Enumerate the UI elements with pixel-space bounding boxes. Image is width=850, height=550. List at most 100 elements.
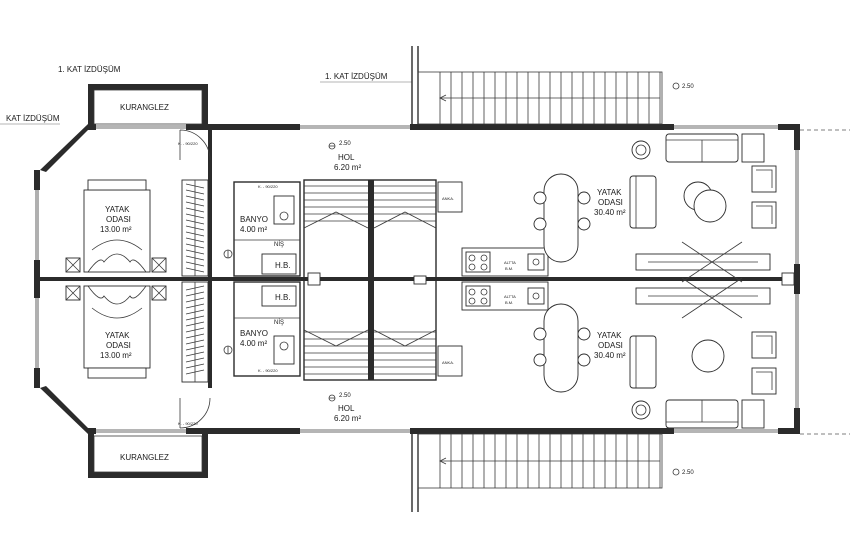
linework bbox=[185, 249, 205, 255]
hb-label-1: H.B. bbox=[275, 261, 291, 270]
linework bbox=[185, 243, 205, 249]
room-name-yatak-2: YATAK bbox=[105, 331, 130, 340]
bathroom-top: BANYO 4.00 m² NİŞ H.B. K. - 90/220 bbox=[223, 181, 301, 277]
linework bbox=[185, 201, 205, 207]
dining-table-top bbox=[533, 173, 591, 263]
linework bbox=[185, 195, 205, 201]
hall-bottom: HOL 6.20 m² 2.50 bbox=[328, 393, 361, 423]
nis-label-2: NİŞ bbox=[274, 319, 284, 326]
wardrobe-bottom bbox=[181, 281, 209, 383]
hb-label-2: H.B. bbox=[275, 293, 291, 302]
room-name-banyo-1: BANYO bbox=[240, 215, 268, 224]
external-stair-bottom: 2.50 bbox=[411, 433, 694, 512]
linework bbox=[185, 213, 205, 219]
door-code-top: K. - 90/220 bbox=[178, 141, 198, 146]
linework bbox=[185, 231, 205, 237]
kuranglez-bottom: KURANGLEZ bbox=[88, 432, 208, 478]
door-code-banyo-1: K. - 90/220 bbox=[258, 184, 278, 189]
kitchen-top: ANKA. ALTTA B.M. bbox=[437, 181, 549, 277]
room-name-yatak-3: YATAK bbox=[597, 188, 622, 197]
linework bbox=[185, 333, 205, 339]
kuranglez-top: KURANGLEZ bbox=[88, 84, 208, 126]
linework bbox=[185, 345, 205, 351]
linework bbox=[185, 255, 205, 261]
linework bbox=[185, 351, 205, 357]
large-room-top: YATAK ODASI 30.40 m² bbox=[594, 133, 777, 283]
linework bbox=[185, 183, 205, 189]
bedroom-small-top: YATAK ODASI 13.00 m² bbox=[65, 179, 167, 273]
appliance-sub-2: B.M. bbox=[505, 300, 513, 305]
linework bbox=[185, 327, 205, 333]
linework bbox=[185, 189, 205, 195]
column-mid bbox=[307, 272, 321, 286]
linework bbox=[185, 303, 205, 309]
linework bbox=[185, 369, 205, 375]
room-area-banyo-1: 4.00 m² bbox=[240, 225, 267, 234]
room-area-banyo-2: 4.00 m² bbox=[240, 339, 267, 348]
linework bbox=[185, 357, 205, 363]
appliance-label-2: ALTTA bbox=[504, 294, 516, 299]
room-area-2: 13.00 m² bbox=[100, 351, 132, 360]
bedroom-door-top: K. - 90/220 bbox=[178, 129, 211, 161]
linework bbox=[185, 339, 205, 345]
interior-wall-left bbox=[208, 130, 212, 388]
kuranglez-label-bottom: KURANGLEZ bbox=[120, 453, 169, 462]
appliance-sub-1: B.M. bbox=[505, 266, 513, 271]
level-label-ext-top: 2.50 bbox=[682, 84, 694, 90]
linework bbox=[185, 207, 205, 213]
door-code-banyo-2: K. - 90/220 bbox=[258, 368, 278, 373]
room-name-odasi-1: ODASI bbox=[106, 215, 131, 224]
linework bbox=[185, 225, 205, 231]
ankastre-label-1: ANKA. bbox=[442, 196, 454, 201]
projection-label-top-left: 1. KAT İZDÜŞÜM bbox=[58, 65, 121, 74]
linework bbox=[185, 291, 205, 297]
linework bbox=[185, 297, 205, 303]
linework bbox=[185, 363, 205, 369]
hall-name-2: HOL bbox=[338, 404, 355, 413]
bedroom-small-bottom: YATAK ODASI 13.00 m² bbox=[65, 285, 167, 379]
kuranglez-label-top: KURANGLEZ bbox=[120, 103, 169, 112]
plant-icon-1 bbox=[631, 140, 651, 160]
linework bbox=[185, 261, 205, 267]
projection-label-left-edge: KAT İZDÜŞÜM bbox=[6, 114, 60, 123]
external-stair-top: 2.50 bbox=[411, 46, 694, 125]
door-code-bottom: K. - 90/220 bbox=[178, 421, 198, 426]
room-name-banyo-2: BANYO bbox=[240, 329, 268, 338]
bedroom-door-bottom: K. - 90/220 bbox=[178, 397, 211, 429]
linework bbox=[185, 237, 205, 243]
linework bbox=[185, 315, 205, 321]
linework bbox=[185, 219, 205, 225]
room-area-1: 13.00 m² bbox=[100, 225, 132, 234]
linework bbox=[185, 267, 205, 273]
room-name-odasi-2: ODASI bbox=[106, 341, 131, 350]
room-area-4: 30.40 m² bbox=[594, 351, 626, 360]
linework bbox=[185, 285, 205, 291]
hall-area-2: 6.20 m² bbox=[334, 414, 361, 423]
hall-top: HOL 6.20 m² 2.50 bbox=[328, 141, 361, 172]
dining-table-bottom bbox=[533, 303, 591, 393]
nis-label-1: NİŞ bbox=[274, 241, 284, 248]
level-label-ext-bottom: 2.50 bbox=[682, 470, 694, 476]
level-label-hall-2: 2.50 bbox=[339, 393, 351, 399]
plant-icon-2 bbox=[631, 400, 651, 420]
kitchen-bottom: ANKA. ALTTA B.M. bbox=[437, 281, 549, 377]
windows bbox=[34, 124, 800, 434]
room-name-odasi-3: ODASI bbox=[598, 198, 623, 207]
large-room-bottom: YATAK ODASI 30.40 m² bbox=[594, 277, 777, 429]
linework bbox=[185, 309, 205, 315]
level-label-hall-1: 2.50 bbox=[339, 141, 351, 147]
wardrobe-top bbox=[181, 179, 209, 277]
room-name-yatak-4: YATAK bbox=[597, 331, 622, 340]
appliance-label-1: ALTTA bbox=[504, 260, 516, 265]
room-name-odasi-4: ODASI bbox=[598, 341, 623, 350]
internal-stairs bbox=[303, 179, 437, 381]
column-right bbox=[781, 272, 795, 286]
room-area-3: 30.40 m² bbox=[594, 208, 626, 217]
projection-label-top-mid: 1. KAT İZDÜŞÜM bbox=[325, 72, 388, 81]
linework bbox=[185, 321, 205, 327]
hall-name-1: HOL bbox=[338, 153, 355, 162]
room-name-yatak-1: YATAK bbox=[105, 205, 130, 214]
bathroom-bottom: BANYO 4.00 m² NİŞ H.B. K. - 90/220 bbox=[223, 281, 301, 377]
hall-area-1: 6.20 m² bbox=[334, 163, 361, 172]
